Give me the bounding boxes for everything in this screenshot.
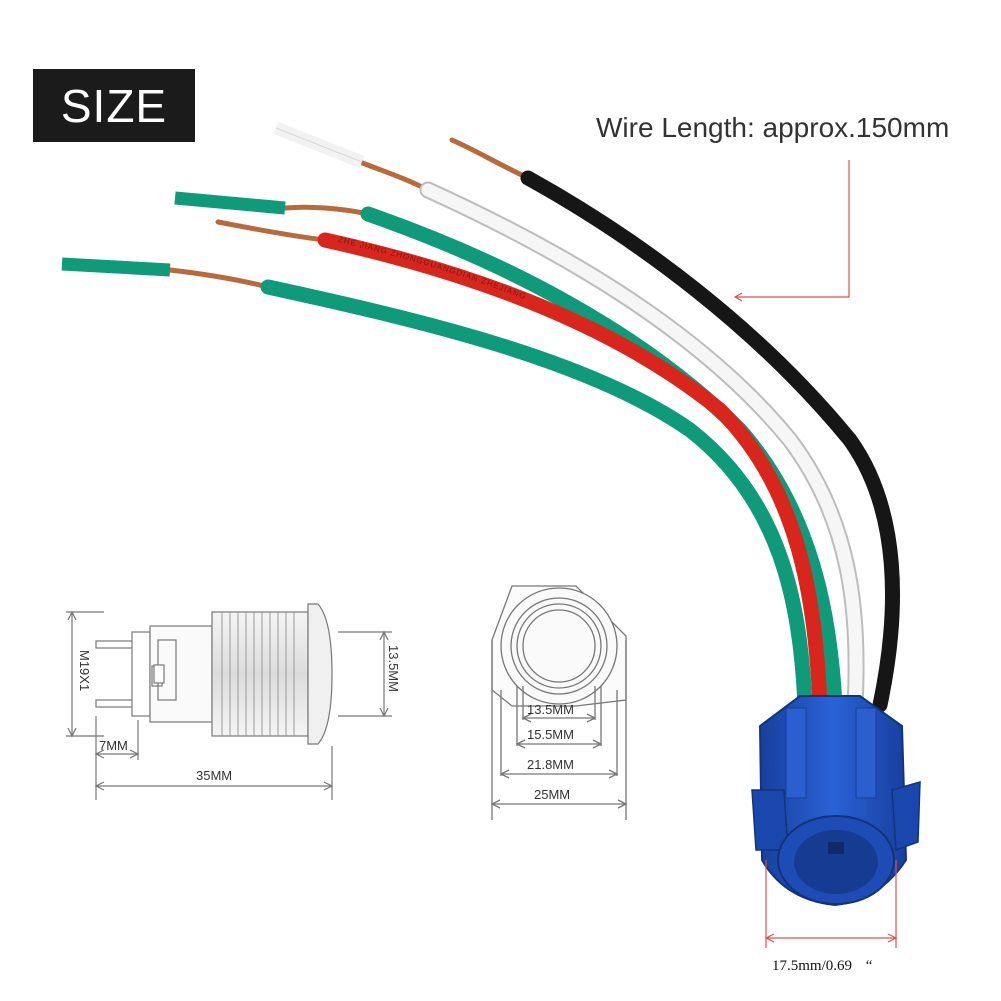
front-view-drawing <box>490 585 628 820</box>
inch-mark: “ <box>865 958 873 974</box>
sleeve-green-2 <box>61 257 171 277</box>
pin-length-label: 7MM <box>99 738 128 753</box>
size-badge: SIZE <box>33 69 195 142</box>
sleeve-green-1 <box>174 191 286 215</box>
wire-length-leader <box>733 160 850 302</box>
front-d4-label: 25MM <box>534 787 570 802</box>
connector-width-label: 17.5mm/0.69 “ <box>772 958 872 975</box>
wire-bundle <box>61 121 900 714</box>
connector-socket <box>751 695 921 907</box>
side-view-drawing <box>66 603 392 800</box>
wire-length-label: Wire Length: approx.150mm <box>596 112 950 143</box>
total-length-label: 35MM <box>196 768 232 783</box>
connector-dimension <box>764 860 898 948</box>
wire-red <box>317 232 828 713</box>
height-label: 13.5MM <box>386 645 401 692</box>
front-d1-label: 13.5MM <box>527 702 574 717</box>
thread-label: M19X1 <box>77 650 92 691</box>
front-d2-label: 15.5MM <box>527 727 574 742</box>
front-d3-label: 21.8MM <box>527 757 574 772</box>
connector-width-value: 17.5mm/0.69 <box>772 958 853 974</box>
wire-black <box>520 170 900 713</box>
wire-green-2 <box>260 279 813 713</box>
copper-ends <box>167 137 531 290</box>
